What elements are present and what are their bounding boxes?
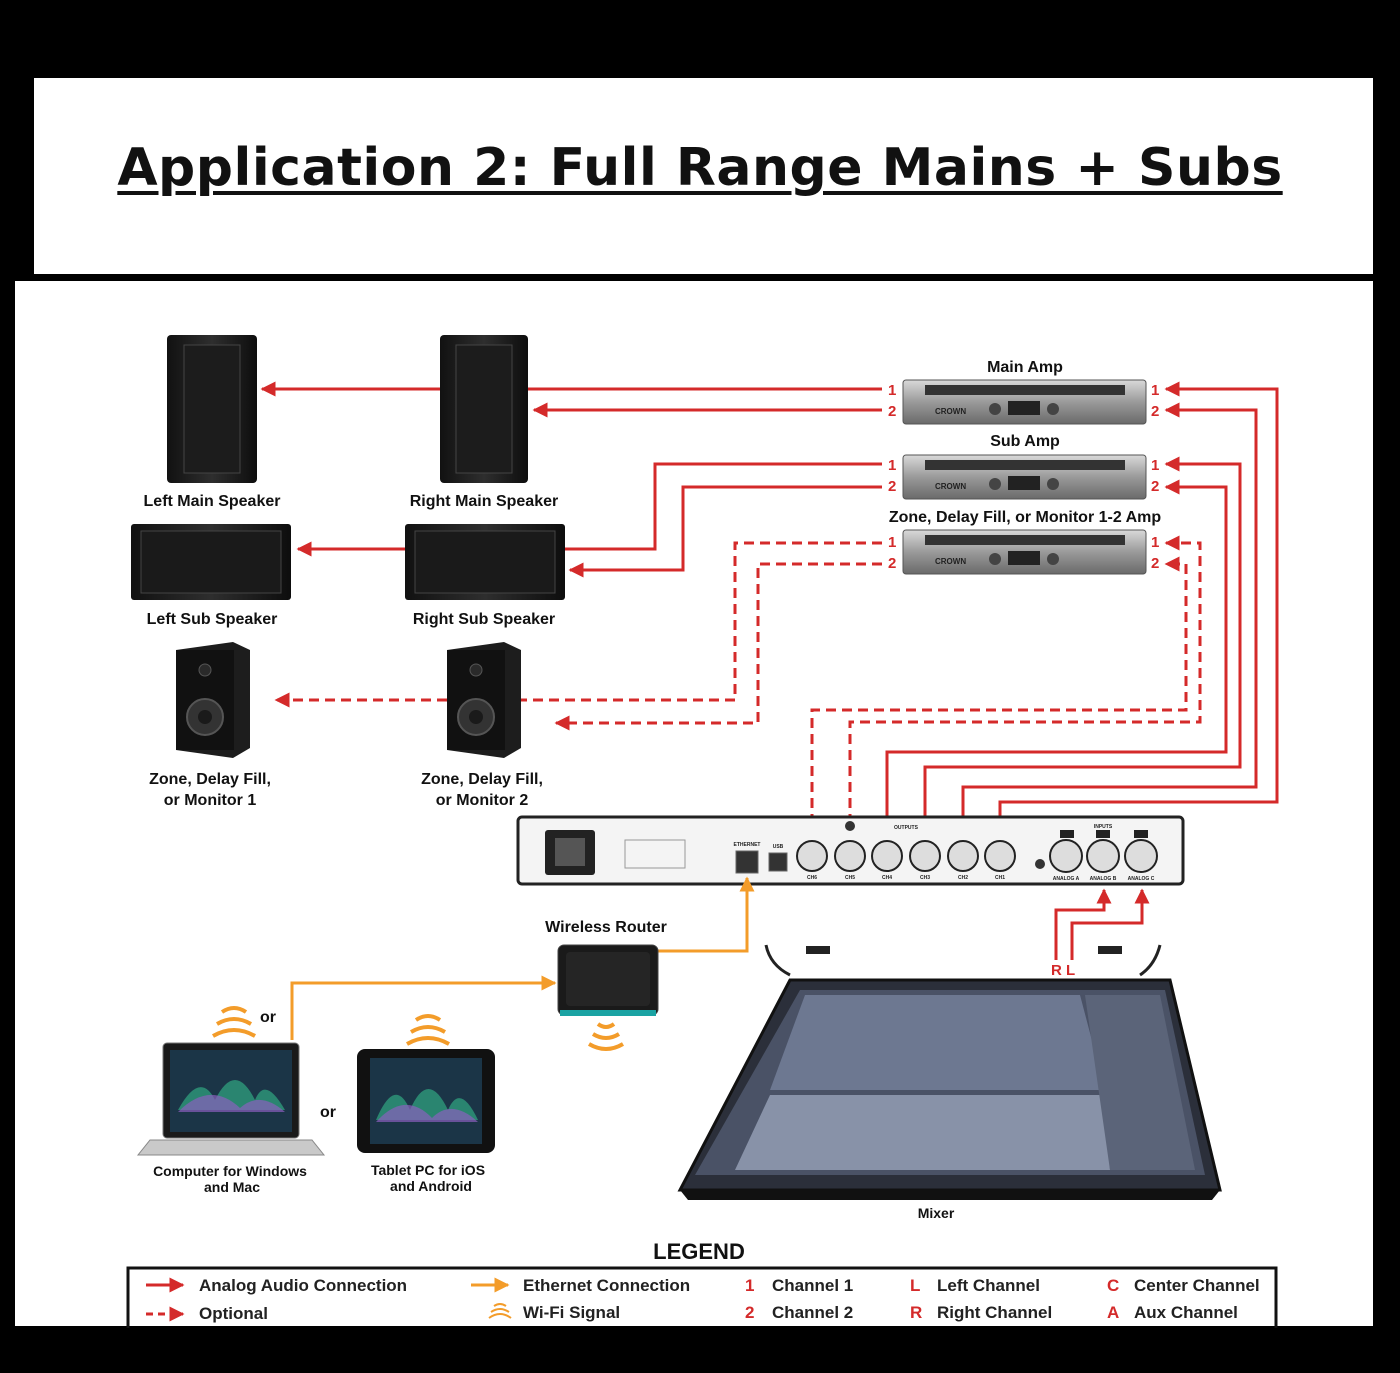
zone-monitor-1-label-line2: or Monitor 1 <box>164 792 257 809</box>
mixer-out-left: L <box>1066 962 1075 979</box>
page-title: Application 2: Full Range Mains + Subs <box>117 138 1283 198</box>
main-amp-in-1: 1 <box>1151 382 1159 399</box>
router-wifi-icon <box>587 1022 625 1051</box>
zone-amp-in-1: 1 <box>1151 534 1159 551</box>
or-label-1: or <box>260 1009 276 1026</box>
zone-amp-icon: CROWN <box>902 529 1147 575</box>
left-main-speaker-label: Left Main Speaker <box>144 493 281 510</box>
output-ch6-label: CH6 <box>807 875 817 881</box>
legend-right-key: R <box>910 1303 922 1322</box>
output-ch4-label: CH4 <box>882 875 892 881</box>
tablet-label-line2: and Android <box>390 1178 472 1194</box>
laptop-icon <box>136 1042 326 1156</box>
main-amp-icon: CROWN <box>902 379 1147 425</box>
amp-to-speaker-cables <box>262 389 882 578</box>
sub-amp-icon: CROWN <box>902 454 1147 500</box>
output-ch5-label: CH5 <box>845 875 855 881</box>
right-sub-speaker-icon <box>405 524 565 600</box>
zone-amp-in-2: 2 <box>1151 555 1159 572</box>
zone-amp-out-1: 1 <box>888 534 896 551</box>
usb-port-label: USB <box>773 844 784 850</box>
right-sub-speaker-label: Right Sub Speaker <box>413 611 555 628</box>
zone-amp-label: Zone, Delay Fill, or Monitor 1-2 Amp <box>889 509 1162 526</box>
sub-amp-in-1: 1 <box>1151 457 1159 474</box>
legend-title: LEGEND <box>653 1239 745 1264</box>
zone-amp-out-2: 2 <box>888 555 896 572</box>
legend-right-label: Right Channel <box>937 1303 1052 1322</box>
legend-ethernet-label: Ethernet Connection <box>523 1276 690 1295</box>
legend-analog-label: Analog Audio Connection <box>199 1276 407 1295</box>
svg-text:CROWN: CROWN <box>935 482 966 491</box>
sub-amp-out-2: 2 <box>888 478 896 495</box>
output-ch2-label: CH2 <box>958 875 968 881</box>
zone-monitor-1-icon <box>176 642 250 758</box>
main-amp-out-1: 1 <box>888 382 896 399</box>
zone-monitor-2-label-line1: Zone, Delay Fill, <box>421 771 543 788</box>
legend-aux-key: A <box>1107 1303 1119 1322</box>
computer-label-line2: and Mac <box>204 1179 260 1195</box>
legend-left-label: Left Channel <box>937 1276 1040 1295</box>
mixer-to-processor-cables <box>1054 888 1150 960</box>
main-amp-in-2: 2 <box>1151 403 1159 420</box>
computer-label-line1: Computer for Windows <box>153 1163 307 1179</box>
inputs-label: INPUTS <box>1094 824 1113 830</box>
legend-ch1-key: 1 <box>745 1276 754 1295</box>
outputs-label: OUTPUTS <box>894 825 919 831</box>
right-main-speaker-label: Right Main Speaker <box>410 493 558 510</box>
processor-to-amp-cables <box>885 381 1279 840</box>
main-amp-label: Main Amp <box>987 359 1063 376</box>
input-a-label: ANALOG A <box>1053 876 1080 882</box>
tablet-label-line1: Tablet PC for iOS <box>371 1162 485 1178</box>
title-panel <box>34 78 1373 274</box>
output-ch1-label: CH1 <box>995 875 1005 881</box>
zone-monitor-2-icon <box>447 642 521 758</box>
ethernet-port-label: ETHERNET <box>734 842 761 848</box>
zone-monitor-2-label-line2: or Monitor 2 <box>436 792 529 809</box>
ethernet-cables <box>290 876 755 1040</box>
legend-box <box>126 1266 1278 1328</box>
sub-amp-out-1: 1 <box>888 457 896 474</box>
zone-monitor-1-label-line1: Zone, Delay Fill, <box>149 771 271 788</box>
mixer-console-icon <box>677 944 1222 1200</box>
legend-center-key: C <box>1107 1276 1119 1295</box>
laptop-wifi-icon <box>212 1006 256 1038</box>
legend-ch2-key: 2 <box>745 1303 754 1322</box>
output-ch3-label: CH3 <box>920 875 930 881</box>
optional-processor-to-zone-amp-cables <box>810 535 1202 840</box>
main-amp-out-2: 2 <box>888 403 896 420</box>
mixer-label: Mixer <box>918 1205 955 1221</box>
speaker-processor-icon <box>516 815 1185 886</box>
tablet-icon <box>357 1049 495 1153</box>
wireless-router-icon <box>557 944 659 1016</box>
legend-aux-label: Aux Channel <box>1134 1303 1238 1322</box>
legend-optional-label: Optional <box>199 1304 268 1323</box>
mixer-out-right: R <box>1051 962 1062 979</box>
wireless-router-label: Wireless Router <box>545 919 667 936</box>
legend-wifi-icon <box>488 1303 512 1319</box>
optional-zone-cables <box>276 541 882 731</box>
input-b-label: ANALOG B <box>1090 876 1117 882</box>
legend-center-label: Center Channel <box>1134 1276 1260 1295</box>
legend-left-key: L <box>910 1276 920 1295</box>
left-main-speaker-icon <box>167 335 257 483</box>
sub-amp-in-2: 2 <box>1151 478 1159 495</box>
right-main-speaker-icon <box>440 335 528 483</box>
svg-text:CROWN: CROWN <box>935 557 966 566</box>
legend-ch1-label: Channel 1 <box>772 1276 853 1295</box>
left-sub-speaker-icon <box>131 524 291 600</box>
or-label-2: or <box>320 1104 336 1121</box>
legend-ch2-label: Channel 2 <box>772 1303 853 1322</box>
svg-text:CROWN: CROWN <box>935 407 966 416</box>
input-c-label: ANALOG C <box>1128 876 1155 882</box>
left-sub-speaker-label: Left Sub Speaker <box>147 611 278 628</box>
sub-amp-label: Sub Amp <box>990 433 1060 450</box>
tablet-wifi-icon <box>406 1014 450 1046</box>
legend-wifi-label: Wi-Fi Signal <box>523 1303 620 1322</box>
